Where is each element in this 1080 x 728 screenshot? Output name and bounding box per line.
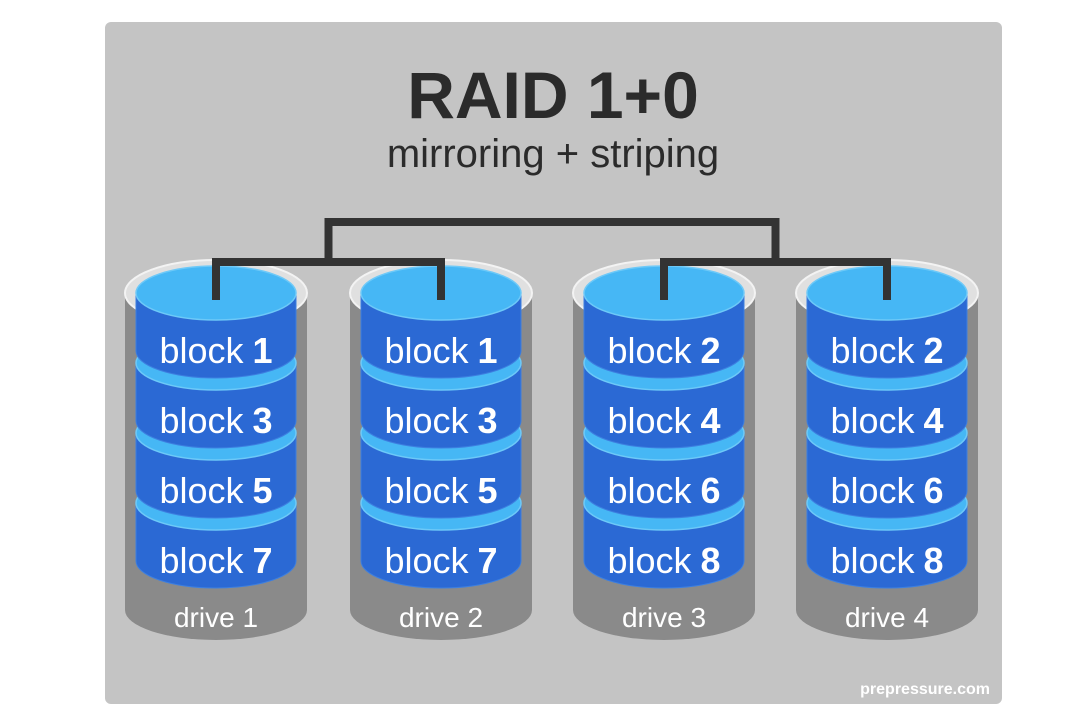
watermark: prepressure.com (860, 681, 990, 698)
block-number: 1 (253, 330, 273, 371)
block-word: block (830, 470, 915, 511)
block-word: block (159, 400, 244, 441)
block-number: 3 (478, 400, 498, 441)
drive-label: drive 4 (845, 602, 929, 633)
block-word: block (607, 400, 692, 441)
block-word: block (384, 470, 469, 511)
drive-label: drive 1 (174, 602, 258, 633)
block-word: block (384, 400, 469, 441)
connector-tree (212, 218, 891, 300)
block-number: 7 (478, 540, 498, 581)
block-number: 2 (701, 330, 721, 371)
block-number: 6 (701, 470, 721, 511)
block-word: block (159, 540, 244, 581)
block-number: 8 (924, 540, 944, 581)
block-number: 1 (478, 330, 498, 371)
block-number: 5 (253, 470, 273, 511)
block-number: 6 (924, 470, 944, 511)
block-word: block (159, 330, 244, 371)
block-word: block (830, 400, 915, 441)
block-word: block (830, 540, 915, 581)
block-word: block (607, 330, 692, 371)
block-number: 8 (701, 540, 721, 581)
block-word: block (830, 330, 915, 371)
diagram-title: RAID 1+0 (407, 58, 699, 132)
block-number: 5 (478, 470, 498, 511)
block-word: block (384, 540, 469, 581)
block-word: block (607, 470, 692, 511)
block-word: block (607, 540, 692, 581)
block-number: 4 (924, 400, 944, 441)
block-word: block (159, 470, 244, 511)
block-number: 3 (253, 400, 273, 441)
diagram-subtitle: mirroring + striping (387, 132, 719, 176)
drive-label: drive 2 (399, 602, 483, 633)
block-number: 2 (924, 330, 944, 371)
connector-line (324, 218, 780, 262)
block-number: 4 (701, 400, 721, 441)
diagram-panel (105, 22, 1002, 704)
block-number: 7 (253, 540, 273, 581)
drive-label: drive 3 (622, 602, 706, 633)
block-word: block (384, 330, 469, 371)
